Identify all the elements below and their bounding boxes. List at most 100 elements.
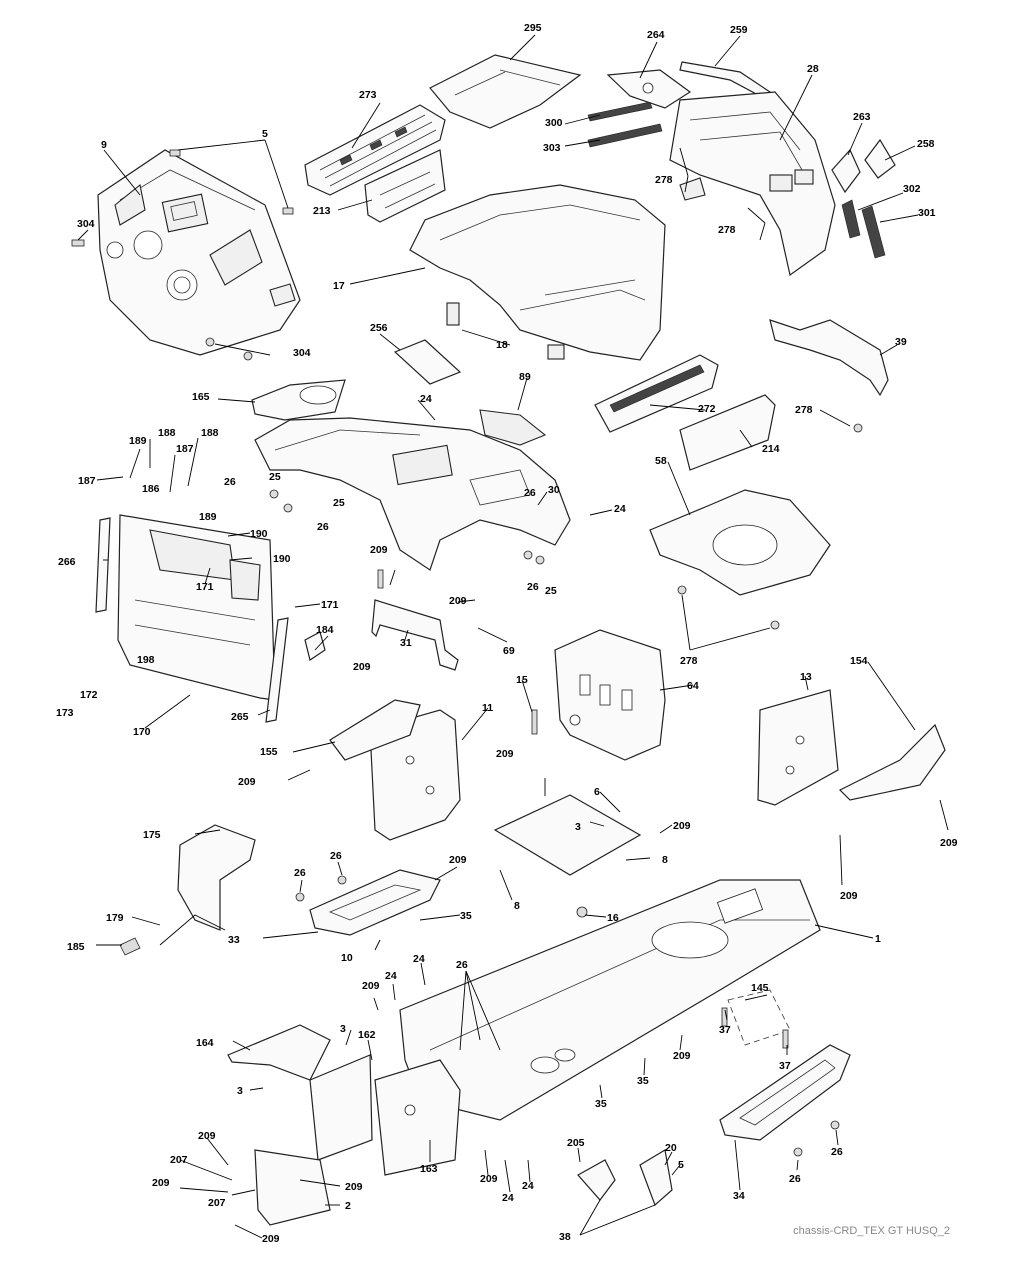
callout-209: 209 [496,748,514,760]
callout-189: 189 [129,435,147,447]
callout-209: 209 [353,661,371,673]
callout-207: 207 [208,1197,226,1209]
callout-34: 34 [733,1190,745,1202]
callout-28: 28 [807,63,819,75]
callout-8: 8 [514,900,520,912]
callout-304: 304 [293,347,311,359]
callout-209: 209 [449,854,467,866]
callout-214: 214 [762,443,780,455]
callout-18: 18 [496,339,508,351]
callout-37: 37 [779,1060,791,1072]
callout-265: 265 [231,711,249,723]
callout-303: 303 [543,142,561,154]
callout-numbers: 9 5 304 304 273 213 295 300 303 264 259 … [56,22,958,1245]
callout-145: 145 [751,982,769,994]
part-plate-2 [254,1149,331,1226]
callout-209: 209 [673,820,691,832]
callout-186: 186 [142,483,160,495]
callout-9: 9 [101,139,107,151]
part-guard-175 [119,824,256,956]
part-trim-259 [679,61,772,98]
callout-171: 171 [196,581,214,593]
callout-205: 205 [567,1137,585,1149]
callout-38: 38 [559,1231,571,1243]
callout-17: 17 [333,280,345,292]
callout-39: 39 [895,336,907,348]
callout-24: 24 [614,503,626,515]
callout-173: 173 [56,707,74,719]
callout-207: 207 [170,1154,188,1166]
callout-209: 209 [940,837,958,849]
part-bracket-64 [554,629,666,761]
callout-13: 13 [800,671,812,683]
callout-35: 35 [460,910,472,922]
part-bracket-213 [364,149,446,223]
callout-35: 35 [637,1075,649,1087]
callout-209: 209 [480,1173,498,1185]
callout-190: 190 [250,528,268,540]
callout-24: 24 [385,970,397,982]
callout-171: 171 [321,599,339,611]
callout-165: 165 [192,391,210,403]
part-plate-155 [329,699,421,761]
part-main-frame-1 [399,879,821,1121]
callout-209: 209 [673,1050,691,1062]
callout-5: 5 [262,128,268,140]
callout-172: 172 [80,689,98,701]
part-plate-163 [374,1059,461,1176]
callout-300: 300 [545,117,563,129]
callout-187: 187 [176,443,194,455]
callout-26: 26 [224,476,236,488]
callout-26: 26 [524,487,536,499]
callout-184: 184 [316,624,334,636]
callout-209: 209 [152,1177,170,1189]
callout-213: 213 [313,205,331,217]
callout-266: 266 [58,556,76,568]
part-plate-13 [757,689,839,806]
callout-188: 188 [201,427,219,439]
callout-24: 24 [522,1180,534,1192]
part-lamp-263 [831,148,861,194]
callout-256: 256 [370,322,388,334]
callout-25: 25 [545,585,557,597]
part-bracket-39 [769,319,889,397]
callout-64: 64 [687,680,699,692]
callout-258: 258 [917,138,935,150]
part-cover-164 [227,1024,331,1081]
part-footrest-33 [309,869,441,936]
callout-163: 163 [420,1163,438,1175]
callout-6: 6 [594,786,600,798]
callout-10: 10 [341,952,353,964]
part-front-nose-28 [669,91,836,277]
callout-3: 3 [237,1085,243,1097]
diagram-caption: chassis-CRD_TEX GT HUSQ_2 [793,1225,950,1237]
callout-31: 31 [400,637,412,649]
callout-304: 304 [77,218,95,230]
callout-188: 188 [158,427,176,439]
callout-155: 155 [260,746,278,758]
callout-25: 25 [333,497,345,509]
part-strip-266 [95,517,111,613]
part-trim-264 [606,69,692,109]
callout-209: 209 [840,890,858,902]
callout-170: 170 [133,726,151,738]
callout-209: 209 [370,544,388,556]
part-panel-214 [679,394,776,471]
part-bracket-11 [369,709,461,841]
callout-278: 278 [680,655,698,667]
fasteners [71,239,863,1157]
part-mesh-strips [587,101,663,148]
part-cover-256 [393,339,462,385]
callout-189: 189 [199,511,217,523]
callout-209: 209 [362,980,380,992]
callout-264: 264 [647,29,665,41]
callout-209: 209 [345,1181,363,1193]
callout-2: 2 [345,1200,351,1212]
callout-272: 272 [698,403,716,415]
callout-278: 278 [655,174,673,186]
callout-295: 295 [524,22,542,34]
part-grille-273 [304,104,446,196]
part-hood-top-295 [429,54,582,129]
callout-11: 11 [482,702,493,714]
